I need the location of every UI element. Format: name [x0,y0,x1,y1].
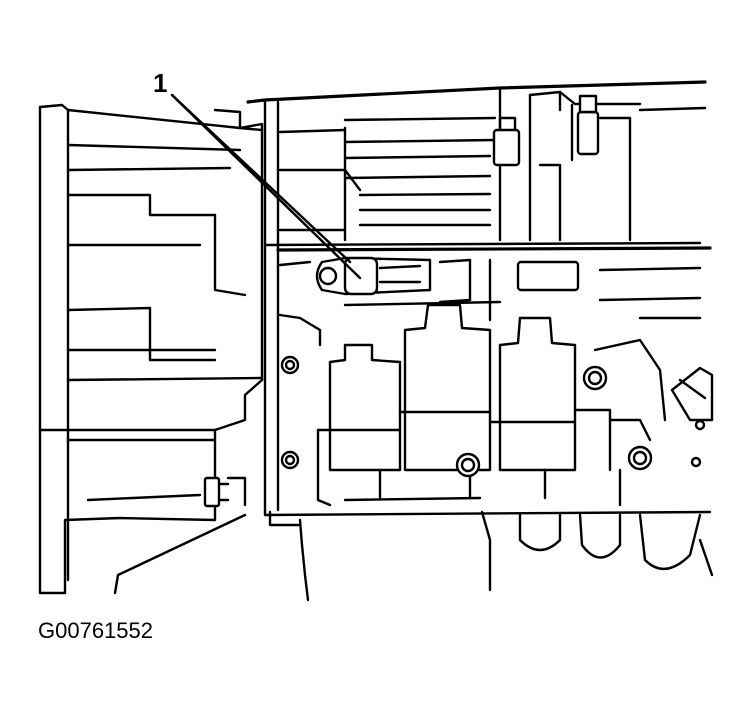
valve-body [203,256,714,592]
figure-id: G00761552 [38,618,153,643]
transmission-case [246,80,712,602]
callout-leader-line [170,93,362,280]
callout-label: 1 [153,68,168,98]
bell-housing [38,103,264,595]
